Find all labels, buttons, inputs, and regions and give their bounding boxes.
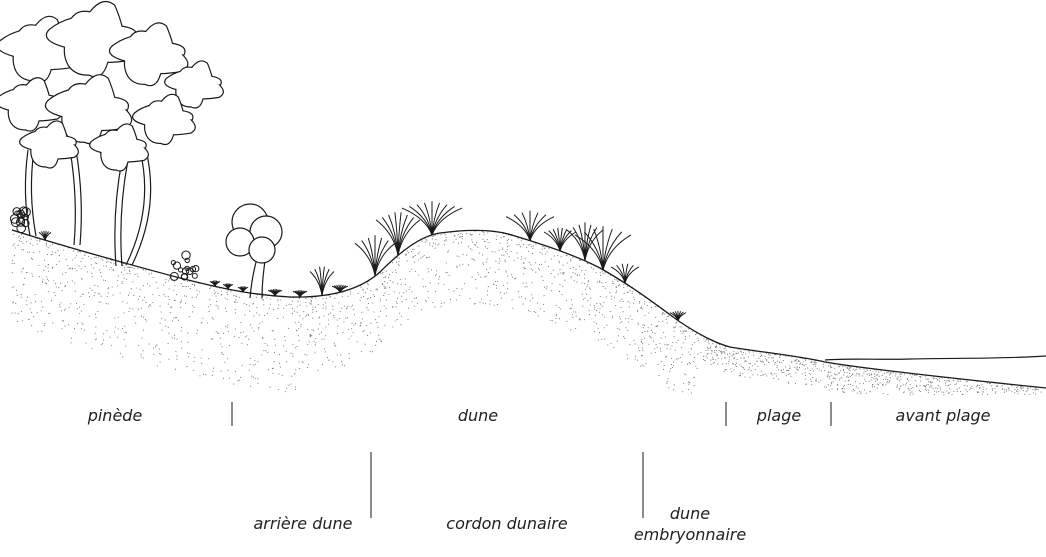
pine-trunk (115, 160, 128, 266)
label-plage: plage (757, 406, 801, 426)
label-cordon-dunaire: cordon dunaire (446, 514, 567, 534)
ground-profile-line (12, 230, 1046, 388)
label-avant-plage: avant plage (896, 406, 991, 426)
zone-divider-lines (232, 402, 831, 518)
grass-tuft (355, 235, 395, 275)
beach-grass-tufts (39, 201, 686, 320)
shrub (10, 207, 30, 233)
grass-tuft (268, 289, 282, 296)
label-dune-embryonnaire-line1: dune (634, 503, 746, 524)
grass-tuft (506, 211, 554, 241)
label-dune: dune (458, 406, 498, 426)
label-pinede: pinède (88, 406, 143, 426)
grass-tuft (376, 212, 420, 255)
grass-tuft (293, 290, 307, 297)
small-tree-canopy (249, 237, 275, 263)
pine-trunk (70, 150, 81, 245)
grass-tuft (544, 228, 576, 251)
shrubs (10, 207, 199, 280)
label-arriere-dune: arrière dune (253, 514, 352, 534)
pine-trunk (126, 150, 151, 265)
small-tree (226, 204, 282, 298)
grass-tuft (402, 201, 462, 235)
grass-tuft (310, 267, 334, 296)
pine-forest-trees (0, 1, 223, 266)
sea-surface-line (825, 356, 1046, 360)
label-dune-embryonnaire: dune embryonnaire (634, 503, 746, 545)
label-dune-embryonnaire-line2: embryonnaire (634, 524, 746, 545)
